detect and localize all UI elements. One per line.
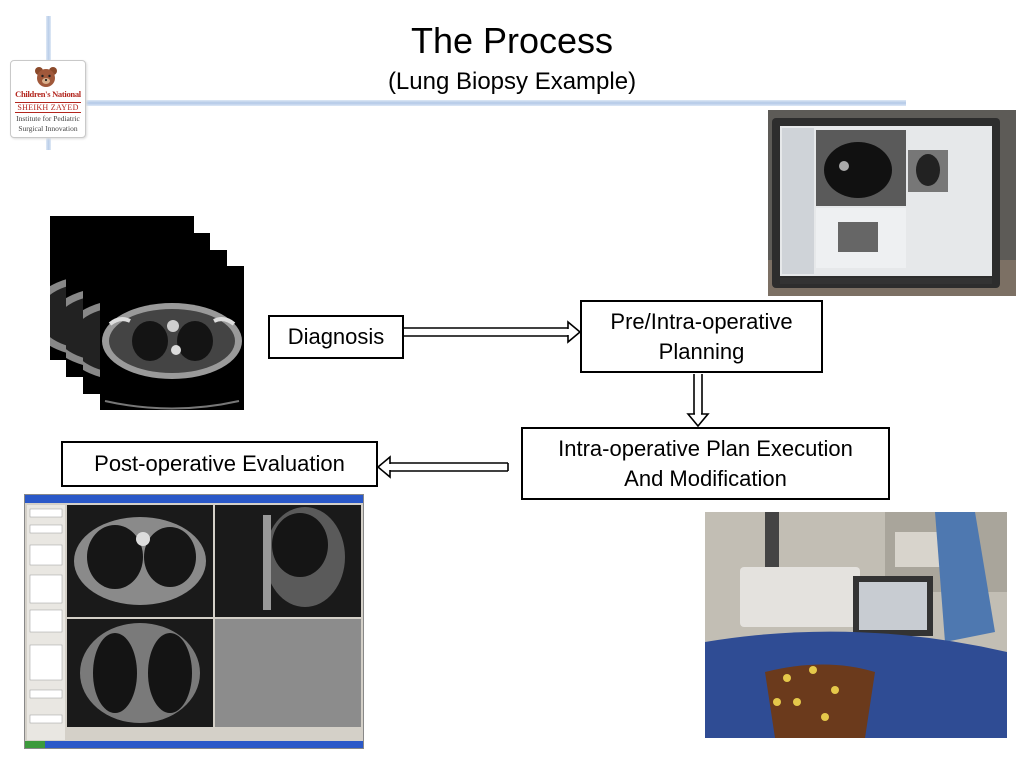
execution-box: Intra-operative Plan Execution And Modif… [521, 427, 890, 500]
slide-subtitle: (Lung Biopsy Example) [387, 68, 637, 95]
evaluation-box: Post-operative Evaluation [61, 441, 378, 487]
logo-line-3: Institute for Pediatric [16, 114, 80, 123]
logo-line-4: Surgical Innovation [18, 124, 78, 133]
institute-logo: Children's National SHEIKH ZAYED Institu… [10, 60, 86, 138]
evaluation-software-screenshot [24, 494, 364, 749]
evaluation-label: Post-operative Evaluation [94, 451, 345, 477]
planning-box: Pre/Intra-operative Planning [580, 300, 823, 373]
diagnosis-box: Diagnosis [268, 315, 404, 359]
arrow-execution-to-evaluation [376, 455, 509, 479]
planning-monitor-photo [768, 110, 1016, 296]
execution-label-line-1: Intra-operative Plan Execution [558, 435, 853, 461]
execution-label-line-2: And Modification [624, 465, 787, 491]
decorative-horizontal-line [84, 100, 906, 106]
arrow-planning-to-execution [686, 374, 710, 428]
teddy-bear-icon [35, 67, 57, 87]
diagnosis-label: Diagnosis [287, 324, 385, 350]
surgery-photo [705, 512, 1007, 738]
slide-title: The Process [410, 20, 614, 61]
planning-label-line-1: Pre/Intra-operative [610, 308, 793, 334]
logo-line-2: SHEIKH ZAYED [15, 102, 81, 113]
planning-label-line-2: Planning [658, 338, 745, 364]
ct-slice-4 [100, 266, 244, 410]
logo-line-1: Children's National [15, 89, 81, 99]
arrow-diagnosis-to-planning [404, 320, 582, 344]
